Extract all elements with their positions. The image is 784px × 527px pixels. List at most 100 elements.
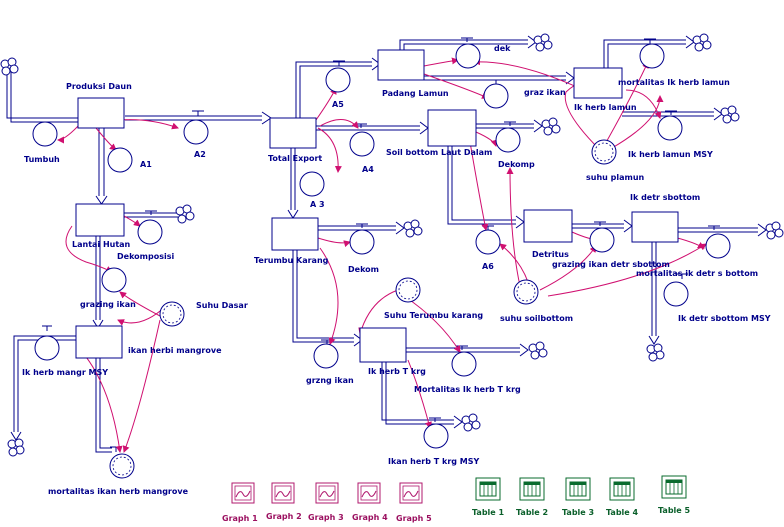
table-5-label[interactable]: Table 5 <box>658 506 691 515</box>
converter-ik-herb-mangr-msy[interactable] <box>34 335 60 361</box>
ghost-markers <box>112 142 614 476</box>
label-a5: A5 <box>332 100 344 109</box>
converter-grzng-ikan[interactable] <box>313 343 339 369</box>
converter-grazing-ikan-detr-sbottom[interactable] <box>589 227 615 253</box>
graph-4-icon[interactable] <box>357 482 381 504</box>
label-ikan-herb-t-krg-msy: Ikan herb T krg MSY <box>388 457 480 466</box>
label-a1: A1 <box>140 160 152 169</box>
label-ik-herb-mangr-msy: Ik herb mangr MSY <box>22 368 109 377</box>
label-tumbuh: Tumbuh <box>24 155 60 164</box>
cloud-sink-mortalitas-t-krg <box>528 341 548 360</box>
stock-soil-bottom[interactable] <box>427 109 477 147</box>
cloud-sink-ik-herb-lamun-msy <box>720 105 740 124</box>
stock-ik-detr-sbottom[interactable] <box>631 211 679 243</box>
label-suhu-soilbottom: suhu soilbottom <box>500 314 574 323</box>
graph-5-label[interactable]: Graph 5 <box>396 514 432 523</box>
stock-terumbu-karang[interactable] <box>271 217 319 251</box>
converter-dekomp[interactable] <box>495 127 521 153</box>
cloud-sink-dek <box>533 33 553 52</box>
converter-ikan-herb-t-krg-msy[interactable] <box>423 423 449 449</box>
stock-ik-herb-lamun[interactable] <box>573 67 623 99</box>
label-a6: A6 <box>482 262 494 271</box>
converter-a1[interactable] <box>107 147 133 173</box>
converter-mortalitas-ik-herb-t-krg[interactable] <box>451 351 477 377</box>
cloud-sink-dekom <box>403 219 423 238</box>
table-3-icon[interactable] <box>565 477 591 501</box>
label-produksi-daun: Produksi Daun <box>66 82 132 91</box>
converter-suhu-soilbottom[interactable] <box>513 279 539 305</box>
converter-dekom[interactable] <box>349 229 375 255</box>
converter-a3[interactable] <box>299 171 325 197</box>
cloud-sink-dekomp <box>541 117 561 136</box>
converter-suhu-plamun[interactable] <box>591 139 617 165</box>
table-4-icon[interactable] <box>609 477 635 501</box>
label-ik-detr-sbottom: Ik detr sbottom <box>630 193 701 202</box>
label-detritus: Detritus <box>532 250 569 259</box>
table-1-icon[interactable] <box>475 477 501 501</box>
graph-3-label[interactable]: Graph 3 <box>308 513 344 522</box>
converter-a2[interactable] <box>183 119 209 145</box>
flow-pipe-a6 <box>447 146 525 229</box>
flow-pipe-dekomp <box>476 119 543 133</box>
flow-pipe-mortalitas-detr <box>678 223 767 237</box>
table-2-icon[interactable] <box>519 477 545 501</box>
table-2-label[interactable]: Table 2 <box>516 508 549 517</box>
label-mortalitas-ik-herb-t-krg: Mortalitas Ik herb T krg <box>414 385 521 394</box>
label-mortalitas-ik-herb-lamun: mortalitas Ik herb lamun <box>618 78 730 87</box>
converter-suhu-terumbu-karang[interactable] <box>395 277 421 303</box>
label-mortalitas-ik-detr-s-bottom: mortalitas ik detr s bottom <box>636 269 759 278</box>
stock-ik-herb-t-krg[interactable] <box>359 327 407 363</box>
flow-pipe-a5 <box>295 57 381 118</box>
graph-1-icon[interactable] <box>231 482 255 504</box>
converter-grazing-ikan[interactable] <box>101 267 127 293</box>
converter-a4[interactable] <box>349 131 375 157</box>
label-lantai-hutan: Lantai Hutan <box>72 240 131 249</box>
converter-a5[interactable] <box>325 67 351 93</box>
flow-pipe-grzng-ikan <box>292 250 363 347</box>
graph-5-icon[interactable] <box>399 482 423 504</box>
converter-graz-ikan[interactable] <box>483 83 509 109</box>
converter-mortalitas-ik-herb-lamun[interactable] <box>639 43 665 69</box>
stock-total-export[interactable] <box>269 117 317 149</box>
table-1-label[interactable]: Table 1 <box>472 508 505 517</box>
converter-suhu-dasar[interactable] <box>159 301 185 327</box>
converter-mortalitas-ik-detr-s-bottom[interactable] <box>705 233 731 259</box>
valve-marks <box>42 37 720 452</box>
converter-mortalitas-ikan-herb-mangrove[interactable] <box>109 453 135 479</box>
stock-lantai-hutan[interactable] <box>75 203 125 237</box>
stock-ikan-herbi-mangrove[interactable] <box>75 325 123 359</box>
converter-ik-detr-sbottom-msy[interactable] <box>663 281 689 307</box>
graph-2-label[interactable]: Graph 2 <box>266 512 302 521</box>
label-ik-herb-lamun: Ik herb lamun <box>574 103 637 112</box>
converter-dek[interactable] <box>455 43 481 69</box>
graph-3-icon[interactable] <box>315 482 339 504</box>
table-4-label[interactable]: Table 4 <box>606 508 639 517</box>
table-3-label[interactable]: Table 3 <box>562 508 595 517</box>
label-grzng-ikan: grzng ikan <box>306 376 354 385</box>
converter-a6[interactable] <box>475 229 501 255</box>
label-grazing-ikan-detr-sbottom: grazing ikan detr sbottom <box>552 260 670 269</box>
label-total-export: Total Export <box>268 154 323 163</box>
label-ik-herb-t-krg: Ik herb T krg <box>368 367 426 376</box>
graph-1-label[interactable]: Graph 1 <box>222 514 258 523</box>
label-dekomposisi: Dekomposisi <box>117 252 175 261</box>
cloud-source-tumbuh <box>0 57 19 76</box>
stock-padang-lamun[interactable] <box>377 49 425 81</box>
converter-ik-herb-lamun-msy[interactable] <box>657 115 683 141</box>
label-terumbu-karang: Terumbu Karang <box>254 256 329 265</box>
label-ikan-herbi-mangrove: ikan herbi mangrove <box>128 346 222 355</box>
flow-pipe-a1 <box>95 128 108 205</box>
label-a3: A 3 <box>310 200 325 209</box>
converter-tumbuh[interactable] <box>32 121 58 147</box>
table-5-icon[interactable] <box>661 475 687 499</box>
converter-dekomposisi[interactable] <box>137 219 163 245</box>
cloud-sink-mortalitas-lamun <box>692 33 712 52</box>
label-ik-detr-sbottom-msy: Ik detr sbottom MSY <box>678 314 771 323</box>
stock-produksi-daun[interactable] <box>77 97 125 129</box>
stock-detritus[interactable] <box>523 209 573 243</box>
label-soil-bottom: Soil bottom Laut Dalam <box>386 148 493 157</box>
graph-2-icon[interactable] <box>271 482 295 504</box>
cloud-sink-ik-herb-mangr-msy <box>7 438 25 457</box>
graph-4-label[interactable]: Graph 4 <box>352 513 388 522</box>
